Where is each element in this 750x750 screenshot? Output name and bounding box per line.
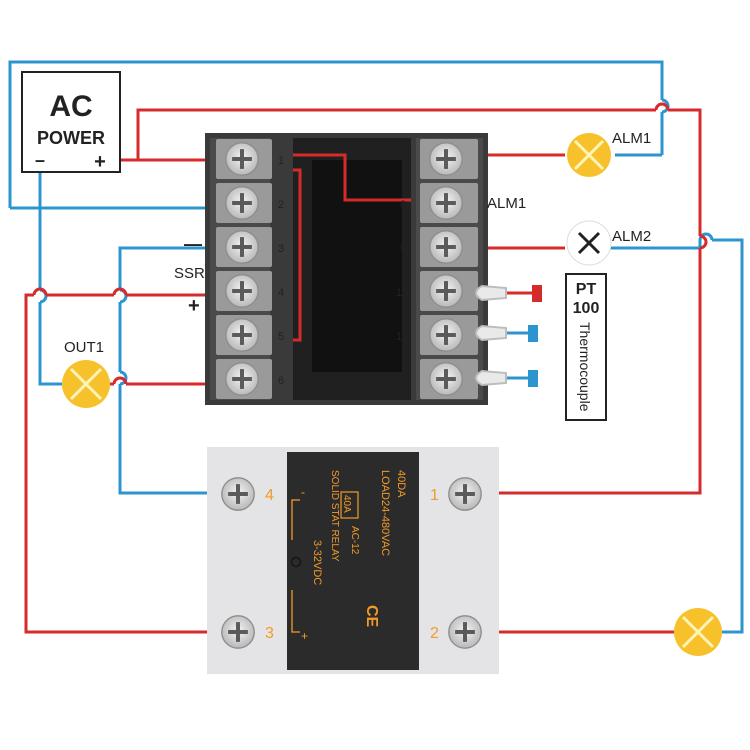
- thermocouple-label: Thermocouple: [577, 322, 593, 412]
- terminal-number: 8: [400, 199, 406, 211]
- ac-power-plus: +: [94, 151, 106, 173]
- relay-input-minus: -: [301, 485, 305, 499]
- screw-icon: [429, 318, 463, 352]
- alm1-lamp: [567, 133, 611, 177]
- terminal-number: 5: [278, 331, 284, 343]
- ac-power-box: AC POWER – +: [21, 71, 121, 173]
- terminal-number: 3: [278, 243, 284, 255]
- ac-power-minus: –: [35, 150, 45, 170]
- relay-rating: 40DA: [395, 470, 407, 498]
- ssr-minus-sign: —: [184, 234, 202, 254]
- out1-lamp: [62, 360, 110, 408]
- terminal-number: 11: [396, 331, 407, 343]
- blue-wire-to-relay-4: [118, 384, 222, 495]
- right-terminal-strip: 7 8 9 10 11 12: [396, 138, 483, 400]
- relay-printed-text: 40DA LOAD24-480VAC 40A AC-12 SOLID STAT …: [301, 470, 407, 643]
- terminal-number: 6: [278, 375, 284, 387]
- relay-ac-class: AC-12: [349, 526, 360, 555]
- relay-terminal-4: 4: [265, 487, 274, 504]
- screw-icon: [221, 615, 255, 649]
- screw-icon: [225, 186, 259, 220]
- screw-icon: [225, 362, 259, 396]
- red-wire-to-relay-1: [498, 248, 702, 495]
- relay-current: 40A: [341, 495, 352, 513]
- red-wire-hop-5: [112, 376, 128, 385]
- temperature-controller: 1 2 3 4 5 6: [205, 133, 507, 405]
- alm1-terminal-label: ALM1: [487, 195, 526, 212]
- sensor-lugs: [475, 284, 507, 387]
- tc-lead-blue-2: [528, 370, 538, 387]
- red-wire-hop-4: [32, 287, 48, 296]
- terminal-number: 10: [396, 287, 408, 299]
- tc-lead-blue-1: [528, 325, 538, 342]
- internal-red-links: [293, 153, 411, 342]
- left-terminal-strip: 1 2 3 4 5 6: [210, 138, 284, 400]
- blue-wire-out1-left: [38, 302, 62, 386]
- terminal-number: 9: [400, 243, 406, 255]
- red-wire-hop-3: [112, 287, 128, 296]
- relay-input-plus: +: [301, 629, 308, 643]
- blue-wire-right-loop: [712, 238, 744, 634]
- relay-load: LOAD24-480VAC: [379, 470, 391, 556]
- solid-state-relay: 1 2 3 4 40DA LOAD24-480VAC 40A AC-12 SOL…: [207, 447, 499, 674]
- screw-icon: [429, 230, 463, 264]
- screw-icon: [429, 274, 463, 308]
- red-wires: [24, 102, 708, 634]
- ac-power-line1: AC: [49, 90, 92, 123]
- relay-input-range: 3-32VDC: [311, 540, 323, 585]
- terminal-number: 12: [396, 375, 408, 387]
- relay-terminal-1: 1: [430, 487, 439, 504]
- screw-icon: [429, 362, 463, 396]
- screw-icon: [429, 142, 463, 176]
- red-wire-hop-2: [699, 234, 708, 250]
- ssr-plus-sign: +: [188, 295, 200, 317]
- screw-icon: [429, 186, 463, 220]
- load-lamp: [674, 608, 722, 656]
- relay-ce-mark: CE: [363, 605, 380, 628]
- pt100-line2: 100: [573, 300, 600, 317]
- alm2-label: ALM2: [612, 228, 651, 245]
- relay-terminal-3: 3: [265, 625, 274, 642]
- blue-wire-hop-4: [119, 370, 128, 386]
- blue-wire-top-loop: [8, 60, 664, 208]
- pt100-lead-red: [532, 285, 542, 302]
- controller-display-window: [312, 160, 402, 372]
- screw-icon: [225, 318, 259, 352]
- relay-terminal-2: 2: [430, 625, 439, 642]
- ac-power-line2: POWER: [37, 128, 105, 148]
- red-wire-right-down: [668, 108, 702, 236]
- terminal-number: 7: [400, 155, 406, 167]
- screw-icon: [225, 274, 259, 308]
- terminal-number: 1: [278, 155, 284, 167]
- alm2-indicator: [566, 220, 612, 266]
- blue-wire-hop-5: [698, 232, 714, 241]
- alm1-lamp-label: ALM1: [612, 130, 651, 147]
- sensor-box: PT 100 Thermocouple: [528, 273, 607, 421]
- red-wire-to-relay-3: [24, 293, 222, 634]
- ssr-label: SSR: [174, 265, 205, 282]
- relay-led-icon: [290, 556, 302, 568]
- blue-wire-ssr-minus: [118, 246, 208, 290]
- red-wire-hop-1: [654, 102, 670, 111]
- screw-icon: [448, 615, 482, 649]
- screw-icon: [221, 477, 255, 511]
- relay-input-bracket: [291, 499, 300, 633]
- out1-label: OUT1: [64, 339, 104, 356]
- relay-type: SOLID STAT RELAY: [329, 470, 340, 562]
- terminal-number: 2: [278, 199, 284, 211]
- screw-icon: [225, 142, 259, 176]
- relay-body: [287, 452, 419, 670]
- pt100-line1: PT: [576, 281, 597, 298]
- screw-icon: [225, 230, 259, 264]
- screw-icon: [448, 477, 482, 511]
- terminal-number: 4: [278, 287, 284, 299]
